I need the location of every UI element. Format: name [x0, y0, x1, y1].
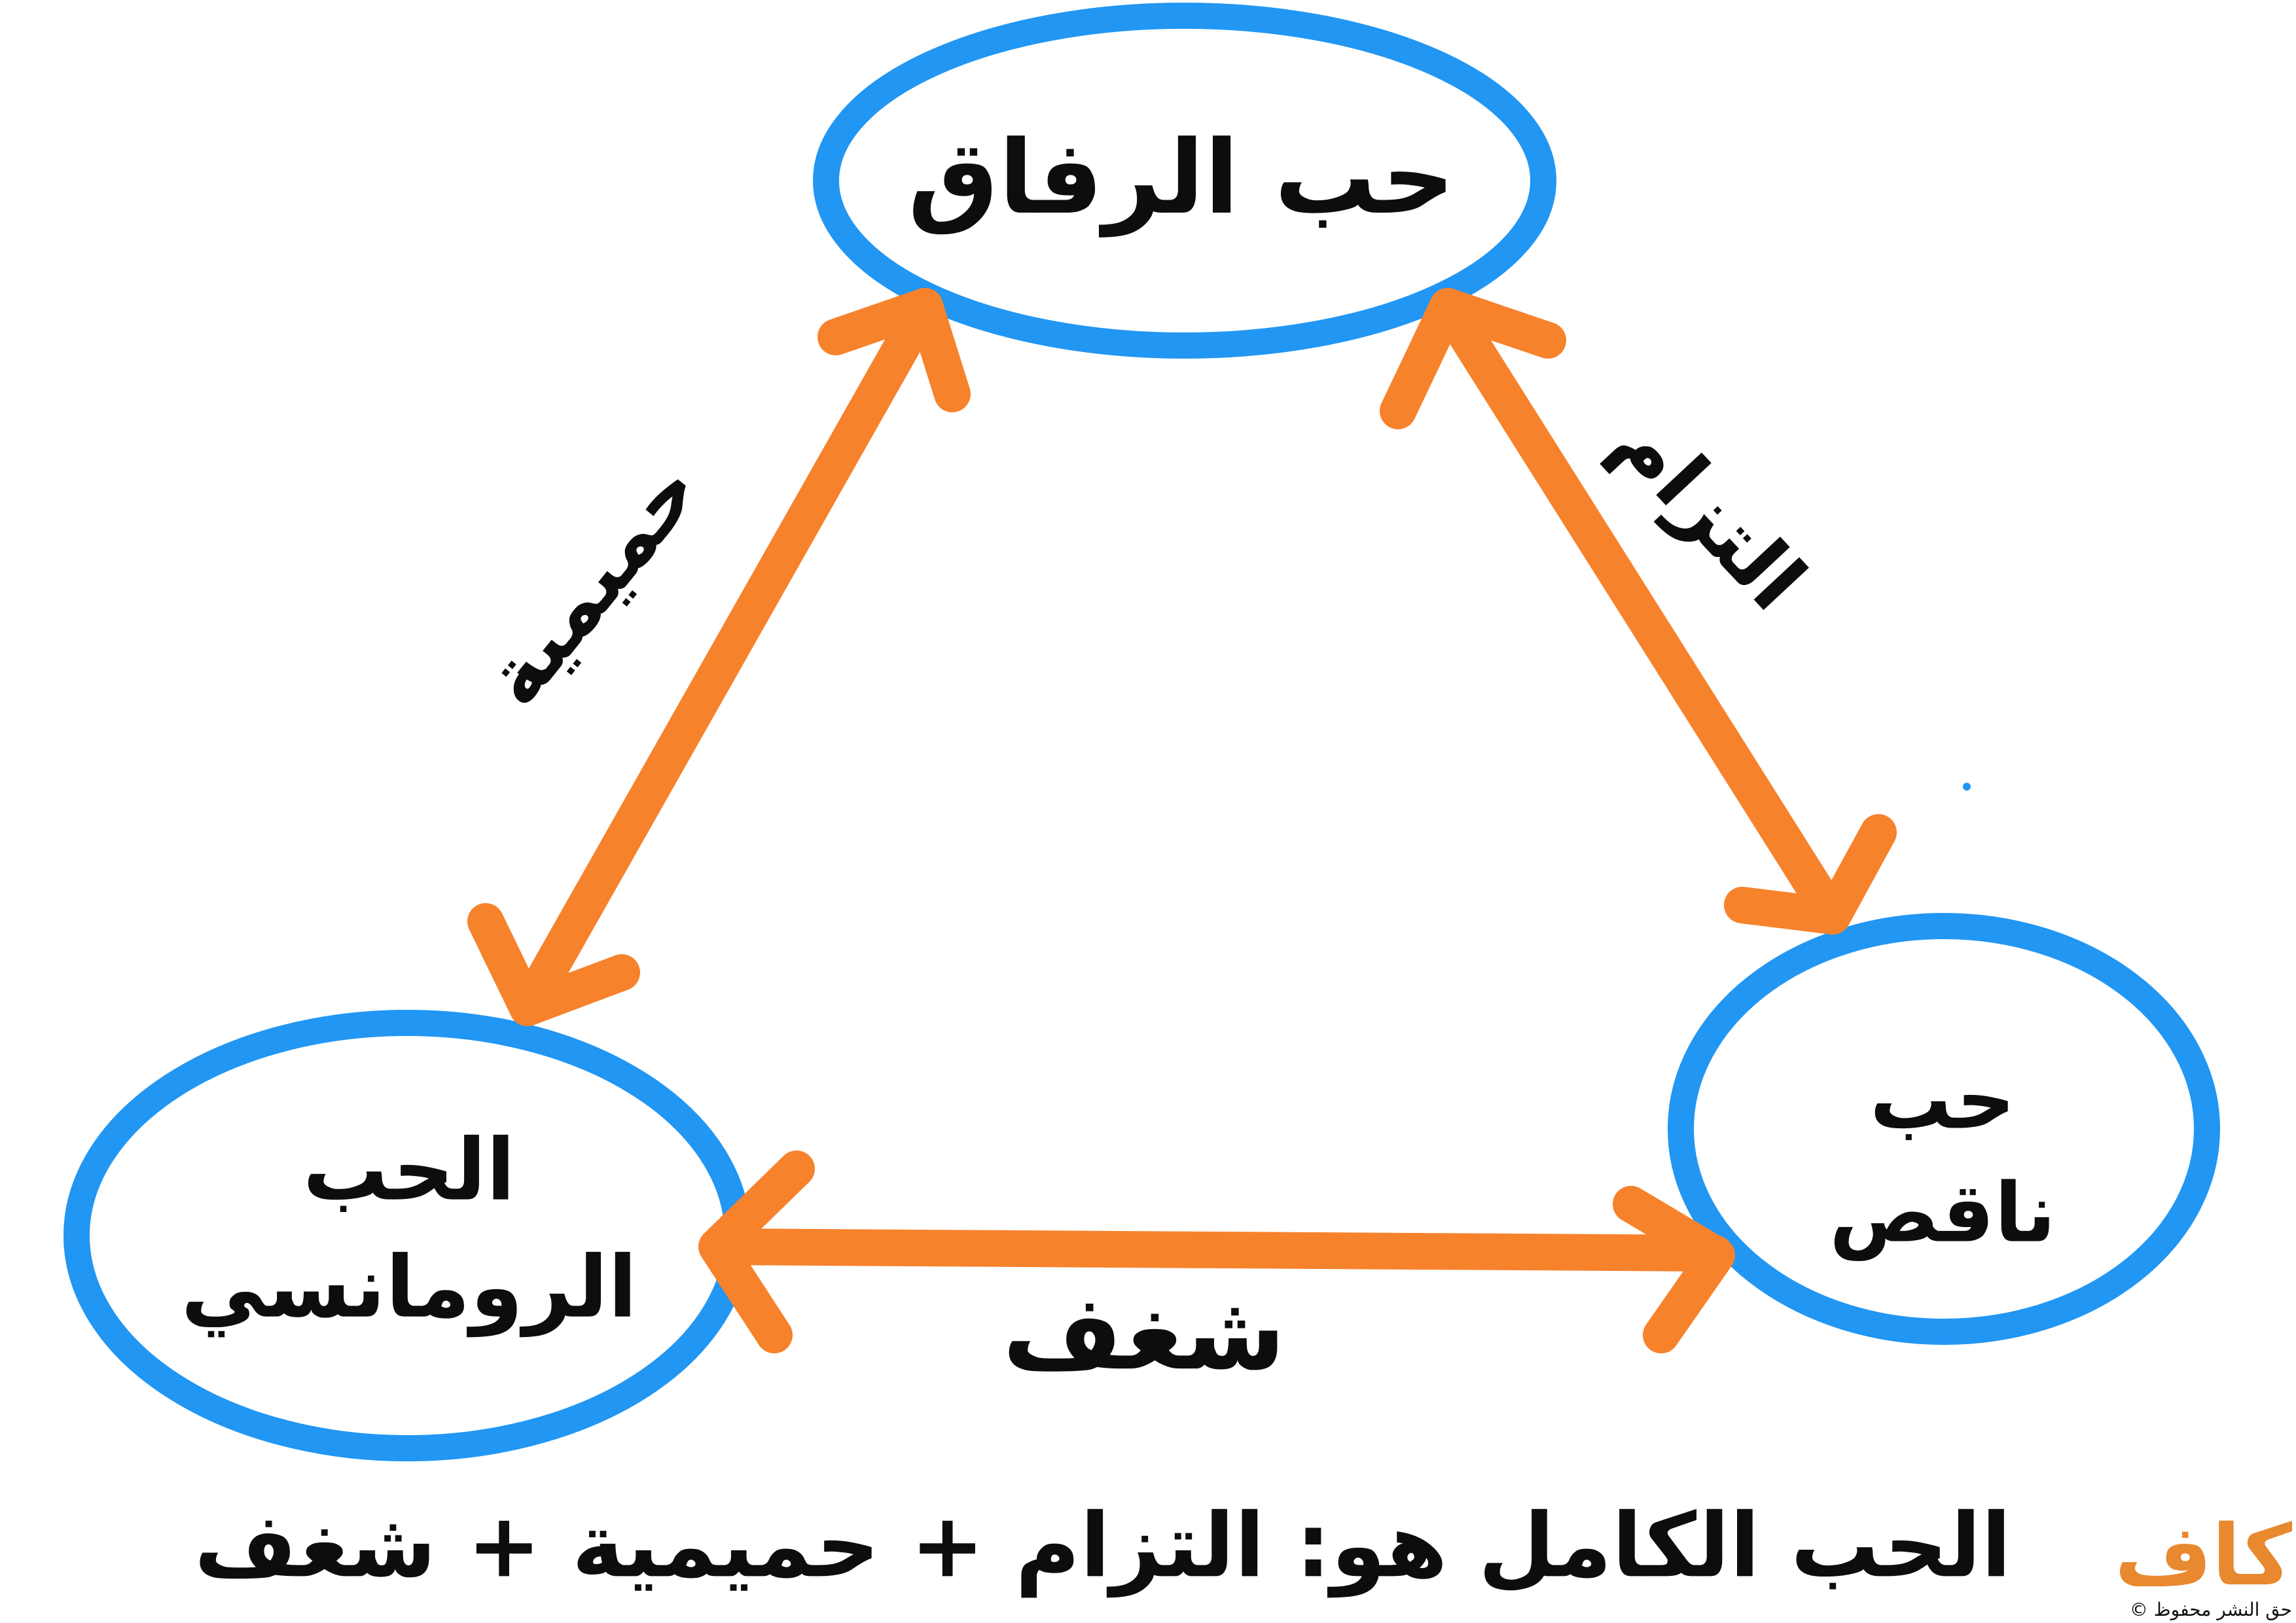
diagram-caption: الحب الكامل هو: التزام + حميمية + شغف: [194, 1494, 2012, 1597]
arrow-commitment-shaft: [1429, 288, 1851, 935]
arrow-passion-edge: [698, 1150, 1735, 1353]
arrow-passion-head-left: [698, 1150, 815, 1353]
edge-label-passion: شغف: [1002, 1273, 1286, 1394]
node-label-companionate-love: حب الرفاق: [908, 118, 1455, 237]
arrow-commitment-head-top: [1380, 288, 1566, 429]
arrow-passion-shaft: [702, 1228, 1733, 1272]
node-ellipse-deficient-love: [1668, 913, 2220, 1345]
stray-ink-dot: [1963, 783, 1971, 791]
node-label-romantic-love: الحب الرومانسي: [181, 1120, 637, 1337]
kaf-logo: كاف: [2114, 1507, 2292, 1605]
arrow-commitment-edge: [1380, 288, 1897, 935]
node-label-deficient-love: حب ناقص: [1829, 1052, 2056, 1261]
branding-block: كاف حق النشر محفوظ ©: [2114, 1507, 2292, 1620]
arrow-intimacy-edge: [467, 288, 971, 1026]
arrow-commitment-head-bottom: [1724, 814, 1897, 935]
arrow-intimacy-head-top: [817, 288, 971, 412]
arrow-intimacy-head-bottom: [467, 903, 640, 1026]
node-ellipse-companionate-love: [813, 3, 1556, 359]
copyright-note: حق النشر محفوظ ©: [2129, 1599, 2292, 1620]
arrow-passion-head-right: [1613, 1186, 1735, 1353]
arrow-intimacy-shaft: [509, 288, 943, 1026]
